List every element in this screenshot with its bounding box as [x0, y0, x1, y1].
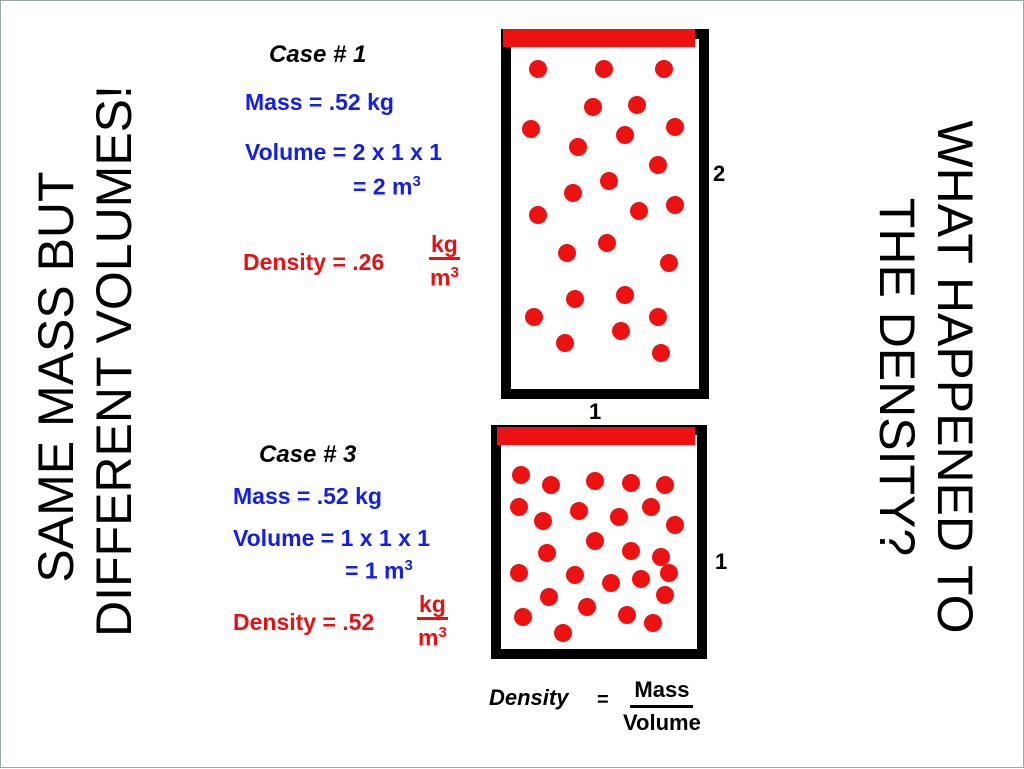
case3-particle	[538, 544, 556, 562]
case1-particle	[556, 334, 574, 352]
case1-volume: Volume = 2 x 1 x 1	[245, 139, 443, 165]
case1-particle	[666, 196, 684, 214]
case1-particle	[649, 308, 667, 326]
case3-volume: Volume = 1 x 1 x 1	[233, 525, 431, 551]
case3-title: Case # 3	[259, 441, 357, 468]
case3-particle	[632, 570, 650, 588]
case3-particle	[586, 532, 604, 550]
case1-mass: Mass = .52 kg	[245, 89, 394, 115]
case3-particle	[602, 574, 620, 592]
case3-particle	[540, 588, 558, 606]
case1-particle	[558, 244, 576, 262]
case1-density-unit: kg m3	[429, 231, 460, 291]
case3-particle	[642, 498, 660, 516]
case1-particle	[529, 206, 547, 224]
case3-particle	[510, 564, 528, 582]
case1-density: Density = .26	[243, 249, 385, 275]
case3-particle	[578, 598, 596, 616]
formula-label: Density	[489, 685, 569, 710]
case1-title: Case # 1	[269, 41, 367, 68]
case1-particle	[529, 60, 547, 78]
case3-height-label: 1	[715, 549, 728, 574]
case3-particle	[566, 566, 584, 584]
case1-particle	[566, 290, 584, 308]
case1-particle	[569, 138, 587, 156]
case3-particle	[652, 548, 670, 566]
case1-particle	[612, 322, 630, 340]
formula-numerator: Mass	[630, 675, 694, 708]
case1-particle	[616, 286, 634, 304]
formula-denominator: Volume	[623, 710, 701, 735]
case1-particle	[595, 60, 613, 78]
case1-particle	[666, 118, 684, 136]
formula-equals: =	[597, 689, 609, 711]
case3-particle	[554, 624, 572, 642]
case3-particle	[534, 512, 552, 530]
case1-particle	[660, 254, 678, 272]
case1-width-label: 1	[589, 399, 602, 424]
case1-particle	[598, 234, 616, 252]
case3-particle	[656, 586, 674, 604]
case1-particle	[628, 96, 646, 114]
case3-particle	[622, 542, 640, 560]
case1-lid	[503, 29, 695, 47]
case1-particle	[564, 184, 582, 202]
case1-particle	[525, 308, 543, 326]
case3-density-unit: kg m3	[417, 591, 448, 651]
case3-particle	[510, 498, 528, 516]
case3-particle	[586, 472, 604, 490]
case1-particle	[600, 172, 618, 190]
case3-volume-result: = 1 m3	[345, 557, 413, 584]
case3-particle	[644, 614, 662, 632]
case1-particle	[649, 156, 667, 174]
case3-particle	[618, 606, 636, 624]
case3-particle	[514, 608, 532, 626]
case1-particle	[630, 202, 648, 220]
case1-height-label: 2	[713, 161, 726, 186]
case3-particle	[666, 516, 684, 534]
case3-particle	[610, 508, 628, 526]
case1-particle	[655, 60, 673, 78]
case1-particle	[616, 126, 634, 144]
case3-lid	[497, 427, 695, 445]
case1-particle	[584, 98, 602, 116]
case1-particle	[652, 344, 670, 362]
case3-particle	[622, 474, 640, 492]
case1-volume-result: = 2 m3	[353, 173, 421, 200]
case3-density: Density = .52	[233, 609, 375, 635]
case3-mass: Mass = .52 kg	[233, 483, 382, 509]
case1-particle	[522, 120, 540, 138]
case3-particle	[542, 476, 560, 494]
formula-fraction: Mass Volume	[623, 675, 701, 738]
case3-particle	[512, 466, 530, 484]
case3-particle	[660, 564, 678, 582]
case3-particle	[570, 502, 588, 520]
case3-particle	[656, 476, 674, 494]
